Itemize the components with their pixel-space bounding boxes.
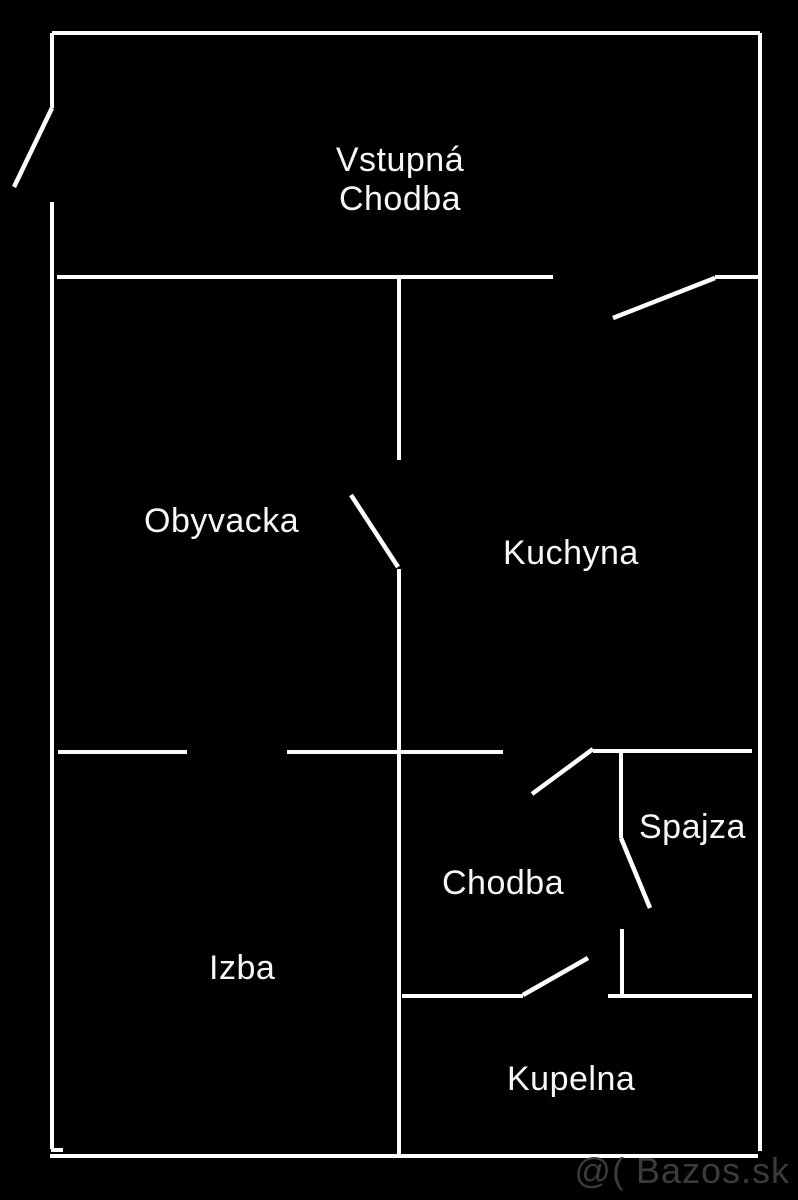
room-label-kuchyna: Kuchyna [503,534,639,572]
room-label-vstupna-chodba: Vstupná Chodba [336,141,464,219]
door-swing [612,275,716,321]
room-label-chodba: Chodba [442,864,565,902]
room-label-line1: Vstupná [335,141,465,179]
room-label-line2: Chodba [338,180,462,218]
bazos-watermark: @( Bazos.sk [574,1150,790,1191]
room-label-spajza: Spajza [639,808,746,846]
door-swing [11,107,55,188]
room-label-izba: Izba [209,949,276,987]
door-swing [349,493,400,569]
door-swing [521,956,590,997]
door-swing [618,837,653,909]
room-label-obyvacka: Obyvacka [144,502,300,540]
door-swing [530,747,595,796]
room-label-kupelna: Kupelna [507,1060,636,1098]
